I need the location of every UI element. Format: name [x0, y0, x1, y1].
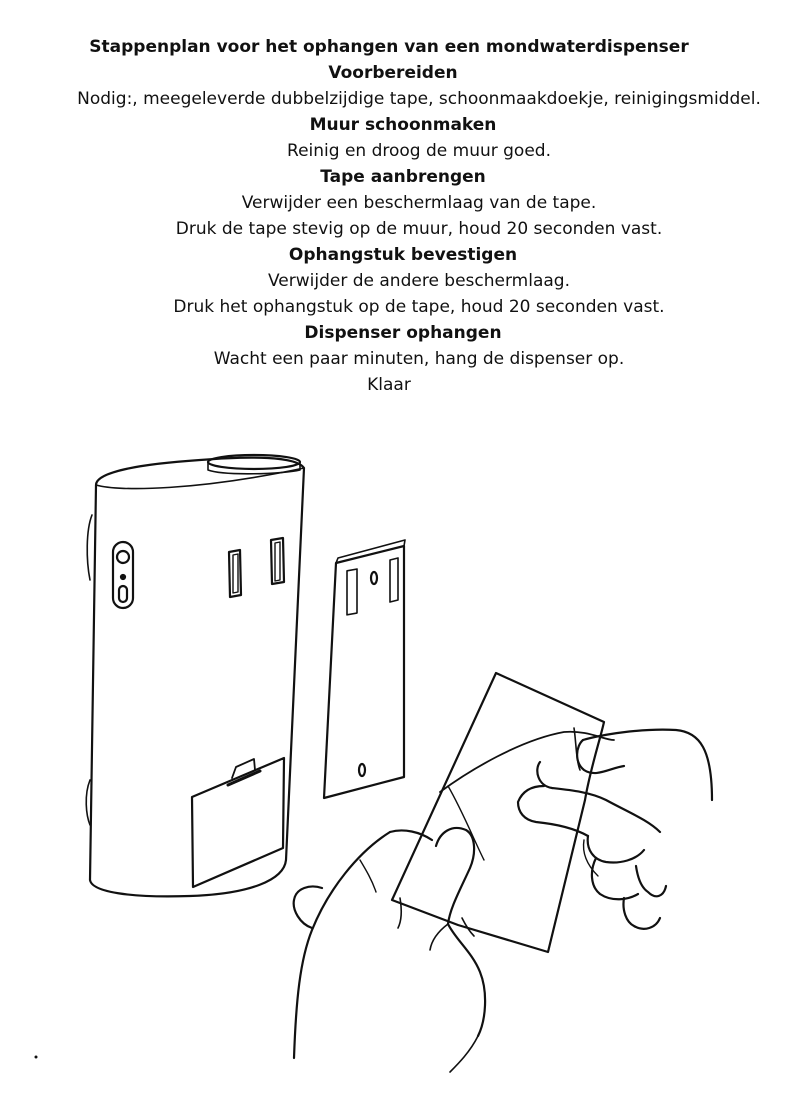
page-title: Stappenplan voor het ophangen van een mo…	[89, 37, 689, 57]
mount-plate	[322, 539, 406, 800]
section-heading-voorbereiden: Voorbereiden	[328, 63, 458, 83]
dispenser-body	[85, 453, 306, 898]
step-text: Reinig en droog de muur goed.	[287, 141, 551, 161]
dispenser-mount-slots	[227, 536, 286, 599]
left-hand	[292, 826, 487, 1073]
section-heading-tape-aanbrengen: Tape aanbrengen	[320, 167, 486, 187]
step-text: Druk het ophangstuk op de tape, houd 20 …	[173, 297, 665, 317]
adhesive-tape	[390, 671, 615, 954]
step-text: Nodig:, meegeleverde dubbelzijdige tape,…	[77, 89, 761, 109]
mounting-illustration	[34, 453, 714, 1073]
closing-text: Klaar	[367, 375, 411, 395]
right-hand	[516, 728, 714, 930]
battery-cover	[190, 756, 286, 889]
step-text: Wacht een paar minuten, hang de dispense…	[213, 349, 625, 369]
section-heading-dispenser-ophangen: Dispenser ophangen	[304, 323, 502, 343]
page-dot	[34, 1055, 38, 1059]
step-text: Verwijder de andere beschermlaag.	[267, 271, 570, 291]
section-heading-muur-schoonmaken: Muur schoonmaken	[309, 115, 497, 135]
dispenser-button	[111, 540, 135, 610]
section-heading-ophangstuk-bevestigen: Ophangstuk bevestigen	[288, 245, 518, 265]
step-text: Verwijder een beschermlaag van de tape.	[241, 193, 597, 213]
step-text: Druk de tape stevig op de muur, houd 20 …	[175, 219, 663, 239]
